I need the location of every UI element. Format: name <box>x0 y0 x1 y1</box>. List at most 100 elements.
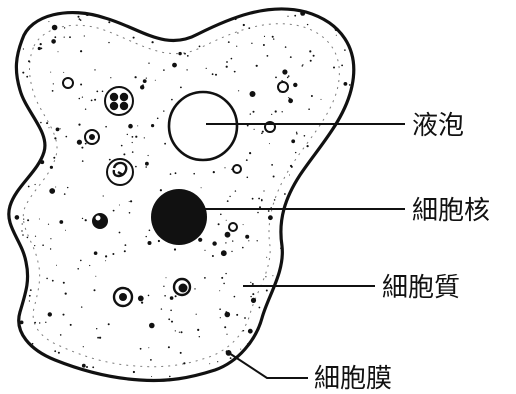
granule-dot <box>212 255 214 257</box>
granule-dot <box>197 329 199 331</box>
granule-dot <box>321 347 322 348</box>
granule-dot <box>238 90 239 91</box>
granule-dot <box>96 91 98 93</box>
granule-dot <box>204 277 206 279</box>
granule-dot <box>305 252 306 253</box>
granule-dot <box>60 128 61 129</box>
cytoplasm-label: 細胞質 <box>382 273 460 303</box>
granule-dot <box>69 36 71 38</box>
granule-dot <box>256 351 257 352</box>
granule-dot <box>34 322 36 324</box>
food-vacuole <box>174 279 190 295</box>
granule-dot <box>86 366 88 368</box>
granule-dot <box>248 240 249 241</box>
granule-dot <box>261 133 263 135</box>
granule-dot <box>252 198 254 200</box>
granule-dot <box>307 145 309 147</box>
granule-dot <box>140 85 144 89</box>
granule-dot <box>163 286 164 287</box>
granule-dot <box>310 60 312 62</box>
granule-dot <box>247 343 248 344</box>
granule-dot <box>254 129 255 130</box>
granule-dot <box>314 194 315 195</box>
granule-dot <box>105 260 106 261</box>
granule-dot <box>63 72 64 73</box>
granule-dot <box>180 352 182 354</box>
granule-dot <box>109 159 111 161</box>
granule-dot <box>179 332 180 333</box>
granule-dot <box>142 84 144 86</box>
granule-dot <box>243 330 244 331</box>
granule-dot <box>342 339 344 341</box>
granule-dot <box>337 256 339 258</box>
granule-dot <box>52 90 54 92</box>
granule-dot <box>338 307 340 309</box>
granule-dot <box>289 175 290 176</box>
granule-dot <box>81 147 83 149</box>
granule-dot <box>288 75 290 77</box>
granule-dot <box>129 201 130 202</box>
granule-dot <box>217 361 218 362</box>
granule-dot <box>50 72 51 73</box>
granule-dot <box>331 342 333 344</box>
granule-dot <box>178 12 180 14</box>
granule-dot <box>50 238 51 239</box>
granule-dot <box>48 21 49 22</box>
granule-dot <box>129 212 131 214</box>
granule-dot <box>259 347 260 348</box>
granule-dot <box>285 46 287 48</box>
granule-dot <box>81 306 82 307</box>
nucleus-circle <box>151 189 207 245</box>
granule-dot <box>67 187 68 188</box>
granule-dot <box>296 200 298 202</box>
granule-dot <box>108 21 110 23</box>
granule-dot <box>243 224 244 225</box>
granule-dot <box>127 134 128 135</box>
granule-dot <box>336 35 337 36</box>
granule-dot <box>212 241 216 245</box>
granule-dot <box>15 215 20 220</box>
granule-dot <box>325 265 327 267</box>
granule-dot <box>249 27 251 29</box>
granule-dot <box>287 16 288 17</box>
granule-dot <box>140 348 142 350</box>
granule-dot <box>174 248 176 250</box>
granule-dot <box>29 295 31 297</box>
granule-dot <box>121 145 123 147</box>
granule-dot <box>312 347 313 348</box>
granule-dot <box>275 77 277 79</box>
granule-dot <box>263 190 264 191</box>
granule-dot <box>21 230 22 231</box>
granule-dot <box>196 314 197 315</box>
granule-dot <box>290 56 292 58</box>
granule-dot <box>171 321 173 323</box>
granule-dot <box>226 334 227 335</box>
granule-dot <box>311 329 313 331</box>
granule-dot <box>40 122 42 124</box>
granule-dot <box>155 80 156 81</box>
granule-dot <box>252 283 254 285</box>
granule-dot <box>148 155 149 156</box>
granule-dot <box>251 298 256 303</box>
granule-dot <box>48 224 49 225</box>
granule-dot <box>152 41 154 43</box>
granule-dot <box>164 35 166 37</box>
granule-dot <box>128 124 133 129</box>
granule-dot <box>236 46 237 47</box>
granule-dot <box>50 248 51 249</box>
granule-dot <box>307 24 308 25</box>
granule-dot <box>284 193 286 195</box>
granule-dot <box>344 323 346 325</box>
granule-dot <box>49 188 55 194</box>
granule-dot <box>291 366 292 367</box>
granule-dot <box>349 165 351 167</box>
membrane-label: 細胞膜 <box>314 364 392 394</box>
granule-dot <box>45 322 46 323</box>
granule-dot <box>317 315 319 317</box>
vacuole-label: 液泡 <box>412 111 464 141</box>
granule-dot <box>265 276 266 277</box>
granule-dot <box>146 163 148 165</box>
granule-dot <box>232 240 233 241</box>
granule-dot <box>248 329 253 334</box>
granule-dot <box>52 25 58 31</box>
